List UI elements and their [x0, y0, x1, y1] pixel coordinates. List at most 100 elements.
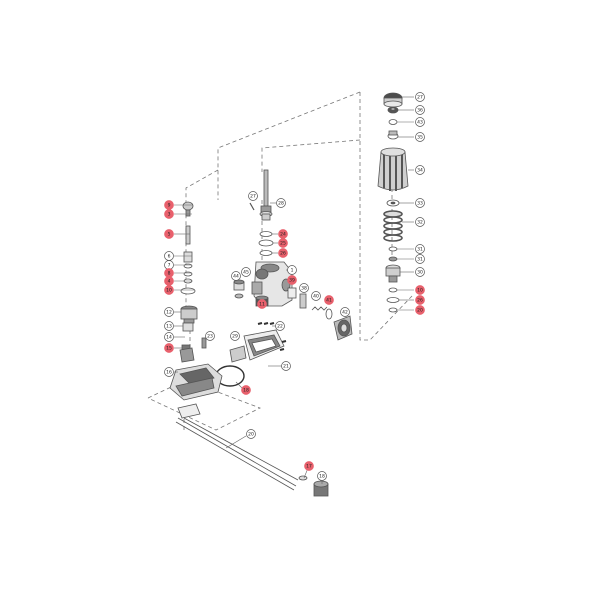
callout-label: 18 [243, 388, 249, 394]
part-knob-left [182, 201, 194, 217]
callout-label: 21 [283, 364, 289, 370]
callout-label: 27 [250, 194, 256, 200]
callout-label: 36 [417, 108, 423, 114]
callout-39: 39 [287, 275, 297, 285]
callout-29: 29 [230, 331, 240, 341]
part-spring-40 [311, 306, 328, 311]
callout-label: 6 [168, 254, 171, 260]
part-handle-top [179, 347, 195, 363]
callout-label: 42 [342, 310, 348, 316]
guide-line-right-box [359, 92, 413, 341]
callout-label: 4 [168, 279, 171, 285]
callout-1: 1 [287, 265, 297, 275]
callout-label: 10 [166, 288, 172, 294]
callout-32: 32 [415, 217, 425, 227]
callout-38: 38 [299, 283, 309, 293]
part-nozzle [313, 480, 329, 497]
callout-10b: 10 [164, 285, 174, 295]
callout-21: 21 [281, 361, 291, 371]
guide-line-mid-diagonal [261, 139, 361, 172]
callout-label: 27 [417, 95, 423, 101]
part-left-coupler [180, 305, 198, 324]
part-oring-41 [325, 308, 333, 320]
callout-26b: 26 [278, 248, 288, 258]
callout-label: 23 [207, 334, 213, 340]
callout-label: 43 [417, 120, 423, 126]
callout-label: 31 [417, 247, 423, 253]
part-lance-tip [298, 475, 308, 481]
part-oring-red-b [386, 297, 400, 303]
callout-27b: 27 [248, 191, 258, 201]
callout-40: 40 [311, 291, 321, 301]
part-screws [257, 322, 287, 351]
part-washer-small [388, 119, 398, 125]
part-nut [387, 106, 399, 114]
callout-18b: 18 [317, 471, 327, 481]
part-valve-seat [385, 264, 401, 283]
callout-31a: 31 [415, 244, 425, 254]
callout-label: 45 [243, 270, 249, 276]
part-piston-38 [299, 293, 307, 309]
callout-label: 35 [417, 135, 423, 141]
callout-label: 8 [168, 271, 171, 277]
callout-label: 39 [289, 278, 295, 284]
callout-label: 9 [168, 203, 171, 209]
callout-label: 29 [232, 334, 238, 340]
callout-label: 26 [417, 298, 423, 304]
callout-label: 16 [166, 370, 172, 376]
callout-label: 28 [278, 201, 284, 207]
callout-label: 14 [166, 335, 172, 341]
callout-45: 45 [241, 267, 251, 277]
callout-label: 40 [313, 294, 319, 300]
callout-label: 26 [280, 251, 286, 257]
part-cover-plate [243, 329, 285, 361]
parts-artwork [169, 92, 409, 497]
part-lance-lines [175, 417, 299, 491]
callout-14: 14 [164, 332, 174, 342]
callout-label: 15 [166, 346, 172, 352]
callout-label: 20 [248, 432, 254, 438]
callout-26a: 26 [415, 295, 425, 305]
callout-label: 10 [417, 288, 423, 294]
callout-label: 32 [417, 220, 423, 226]
callout-33a: 33 [415, 198, 425, 208]
part-oring-small-a [388, 246, 398, 252]
part-oring-red-c [388, 307, 398, 313]
part-stem [259, 169, 273, 221]
callout-43a: 43 [415, 117, 425, 127]
callout-label: 44 [233, 274, 239, 280]
callout-28: 28 [276, 198, 286, 208]
callout-4: 4 [164, 276, 174, 286]
callout-5: 5 [164, 229, 174, 239]
callout-9: 9 [164, 200, 174, 210]
callout-20b: 20 [246, 429, 256, 439]
callout-17: 17 [304, 461, 314, 471]
callout-label: 25 [280, 241, 286, 247]
callout-34: 34 [415, 165, 425, 175]
callout-label: 11 [259, 302, 265, 308]
callout-10a: 10 [415, 285, 425, 295]
callout-label: 20 [417, 308, 423, 314]
callout-label: 24 [280, 232, 286, 238]
callout-16: 16 [164, 367, 174, 377]
callout-label: 17 [306, 464, 312, 470]
part-latch [229, 345, 247, 363]
callout-35a: 35 [415, 132, 425, 142]
callout-7: 7 [164, 260, 174, 270]
callout-label: 34 [417, 168, 423, 174]
part-knob-grip [377, 147, 409, 191]
part-oring-red-a [388, 287, 398, 293]
part-left-screw [182, 322, 194, 332]
callout-label: 33 [417, 201, 423, 207]
guide-line-left-column [185, 169, 219, 330]
part-screw-23 [201, 337, 207, 349]
leader-lines [174, 96, 414, 484]
part-washer-ring [387, 130, 399, 140]
part-spring-left [183, 251, 193, 263]
callout-15: 15 [164, 343, 174, 353]
callout-label: 7 [168, 263, 171, 269]
callout-24: 24 [278, 229, 288, 239]
callout-18: 18 [241, 385, 251, 395]
callout-8: 8 [164, 268, 174, 278]
